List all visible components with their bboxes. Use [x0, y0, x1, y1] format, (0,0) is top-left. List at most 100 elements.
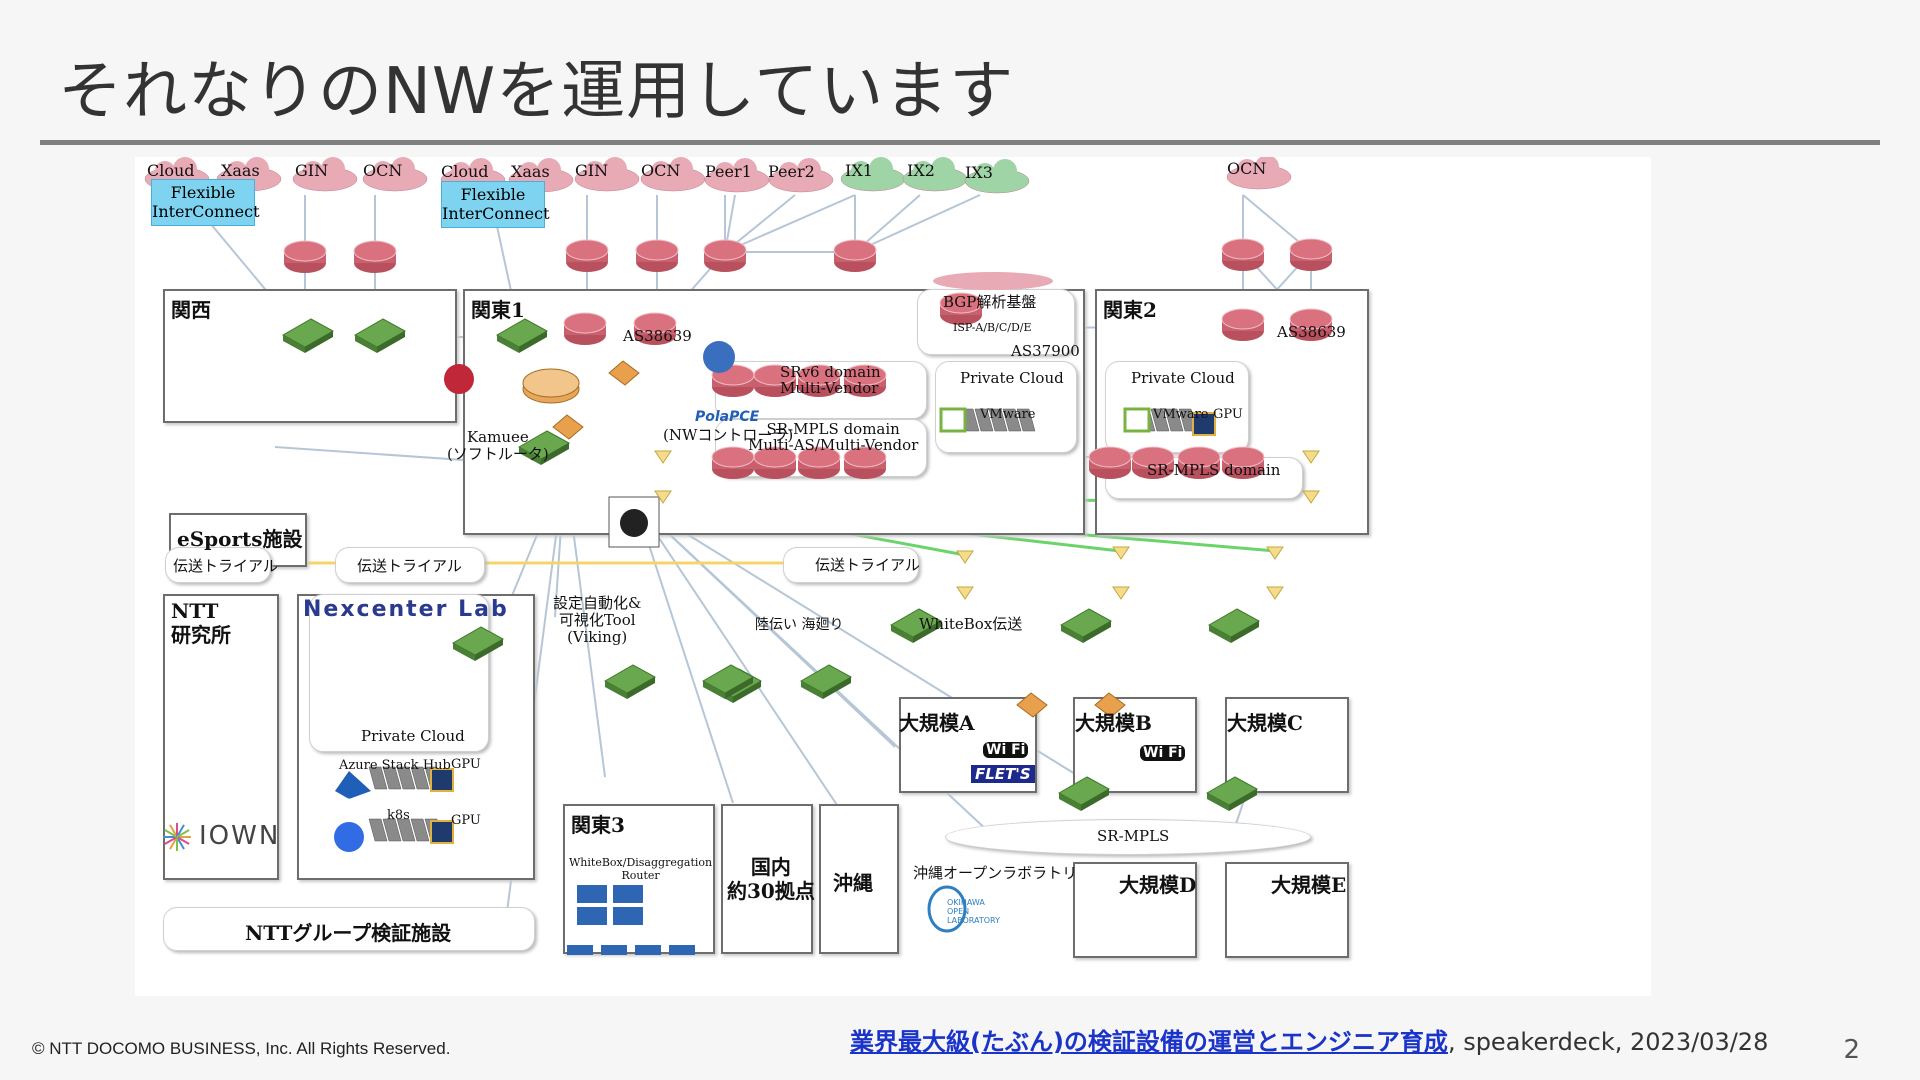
region-label-large-a: 大規模A	[899, 711, 975, 735]
large-e-region	[1225, 862, 1349, 958]
ntt-group-panel	[163, 907, 535, 951]
label-land-sea: 陸伝い 海廻り	[755, 617, 844, 633]
label-as38639-kanto2: AS38639	[1277, 323, 1346, 341]
sr-mpls-ellipse	[945, 819, 1311, 855]
region-label-okinawa: 沖縄	[833, 871, 873, 895]
label-flets: FLET'S	[971, 765, 1035, 783]
copyright-notice: © NTT DOCOMO BUSINESS, Inc. All Rights R…	[32, 1039, 451, 1058]
cloud-label-kanto-gin: GIN	[575, 161, 609, 180]
label-ool-logo: OKINAWA OPEN LABORATORY	[947, 898, 1000, 925]
region-label-kansai: 関西	[171, 298, 211, 322]
flexible-interconnect-kansai: Flexible InterConnect	[151, 179, 260, 226]
network-link	[634, 501, 734, 804]
label-trial-2: 伝送トライアル	[357, 557, 462, 575]
cloud-label-peer1: Peer1	[705, 162, 752, 181]
region-label-large-e: 大規模E	[1271, 873, 1347, 897]
region-label-kanto3: 関東3	[571, 813, 625, 837]
label-gpu-3: GPU	[451, 813, 481, 828]
cloud-label-peer2: Peer2	[768, 162, 815, 181]
label-whitebox-router: WhiteBox/Disaggregation Router	[569, 856, 713, 882]
label-kamuee: Kamuee (ソフトルータ)	[447, 428, 549, 463]
label-azure-stack-badge: AzureStack	[343, 797, 377, 804]
large-d-region	[1073, 862, 1197, 958]
label-trial-1: 伝送トライアル	[173, 557, 278, 575]
label-whitebox-transport: WhiteBox伝送	[919, 615, 1023, 633]
label-viking: 設定自動化& 可視化Tool (Viking)	[553, 594, 642, 646]
kokunai-region	[721, 804, 813, 954]
flexible-interconnect-kanto: Flexible InterConnect	[441, 181, 550, 228]
title-divider	[40, 140, 1880, 145]
region-label-ntt-lab: NTT 研究所	[171, 599, 231, 647]
citation-link[interactable]: 業界最大級(たぶん)の検証設備の運営とエンジニア育成	[850, 1028, 1448, 1056]
label-private-cloud-3: Private Cloud	[361, 727, 465, 745]
cloud-label-kanto-ocn: OCN	[641, 161, 681, 180]
label-vmware-2: VMware	[1153, 407, 1209, 422]
cloud-label-kanto-cloud: Cloud	[441, 162, 489, 181]
region-label-large-b: 大規模B	[1075, 711, 1152, 735]
label-gpu-1: GPU	[1213, 407, 1243, 422]
private-cloud-panel-1	[935, 361, 1077, 453]
label-nw-controller: (NWコントローラ)	[663, 426, 794, 444]
large-c-region	[1225, 697, 1349, 793]
label-wifi-b: Wi Fi	[1140, 745, 1186, 761]
label-okinawa-open-lab: 沖縄オープンラボラトリ	[913, 864, 1078, 882]
label-azure-stack-hub: Azure Stack Hub	[339, 758, 451, 773]
page-number: 2	[1843, 1035, 1860, 1065]
label-polapce: PolaPCE	[695, 409, 760, 425]
region-label-ntt-group: NTTグループ検証施設	[245, 921, 452, 945]
cloud-label-ix3: IX3	[965, 163, 993, 182]
label-gpu-2: GPU	[451, 757, 481, 772]
cloud-label-kansai-xaas: Xaas	[221, 161, 260, 180]
label-srv6: SRv6 domain Multi-Vendor	[780, 363, 881, 397]
region-label-esports: eSports施設	[177, 527, 303, 551]
fi-label-kanto: Flexible InterConnect	[442, 185, 550, 223]
label-as37900: AS37900	[1011, 342, 1080, 360]
trial-bubble-3	[783, 547, 919, 583]
region-label-large-c: 大規模C	[1227, 711, 1303, 735]
private-cloud-panel-2	[1105, 361, 1249, 453]
network-link	[724, 194, 796, 253]
label-private-cloud-1: Private Cloud	[960, 369, 1064, 387]
label-as38639-kanto1: AS38639	[623, 327, 692, 345]
label-isp: ISP-A/B/C/D/E	[953, 321, 1032, 334]
region-label-kanto1: 関東1	[471, 298, 525, 322]
citation-rest: , speakerdeck, 2023/03/28	[1447, 1028, 1769, 1056]
slide-title: それなりのNWを運用しています	[58, 55, 1015, 129]
label-k8s: k8s	[387, 808, 410, 823]
label-sr-mpls-multi: SR-MPLS domain Multi-AS/Multi-Vendor	[748, 420, 919, 454]
kansai-region	[163, 289, 457, 423]
region-label-kokunai: 国内 約30拠点	[727, 855, 815, 903]
network-link	[634, 501, 846, 818]
network-link	[724, 194, 856, 253]
private-cloud-panel-3	[309, 594, 489, 752]
cloud-label-ix2: IX2	[907, 161, 935, 180]
network-link	[724, 194, 736, 253]
label-iown: IOWN	[199, 821, 281, 851]
cloud-label-ix1: IX1	[845, 161, 873, 180]
network-link	[1242, 194, 1312, 253]
network-link	[854, 194, 981, 253]
cloud-label-kanto-xaas: Xaas	[511, 162, 550, 181]
region-label-large-d: 大規模D	[1119, 873, 1197, 897]
label-sr-mpls: SR-MPLS	[1097, 827, 1170, 845]
label-wifi-a: Wi Fi	[983, 742, 1029, 758]
label-sr-mpls-kanto2: SR-MPLS domain	[1147, 461, 1281, 479]
trial-bubble-1	[165, 547, 271, 583]
kanto3-region	[563, 804, 715, 954]
fi-label-kansai: Flexible InterConnect	[152, 183, 260, 221]
label-vmware-1: VMware	[980, 407, 1036, 422]
okinawa-region	[819, 804, 899, 954]
network-diagram: Flexible InterConnect Flexible InterConn…	[135, 157, 1651, 996]
label-private-cloud-2: Private Cloud	[1131, 369, 1235, 387]
label-trial-3: 伝送トライアル	[815, 556, 920, 574]
trial-bubble-2	[335, 547, 485, 583]
region-label-nexcenter: Nexcenter Lab	[303, 597, 509, 622]
label-bgp-platform: BGP解析基盤	[943, 293, 1037, 311]
cloud-label-kansai-cloud: Cloud	[147, 161, 195, 180]
citation: 業界最大級(たぶん)の検証設備の運営とエンジニア育成, speakerdeck,…	[850, 1022, 1768, 1057]
region-label-kanto2: 関東2	[1103, 298, 1157, 322]
cloud-label-kansai-ocn: OCN	[363, 161, 403, 180]
network-link	[854, 194, 921, 253]
cloud-label-kansai-gin: GIN	[295, 161, 329, 180]
cloud-label-kanto2-ocn: OCN	[1227, 159, 1267, 178]
